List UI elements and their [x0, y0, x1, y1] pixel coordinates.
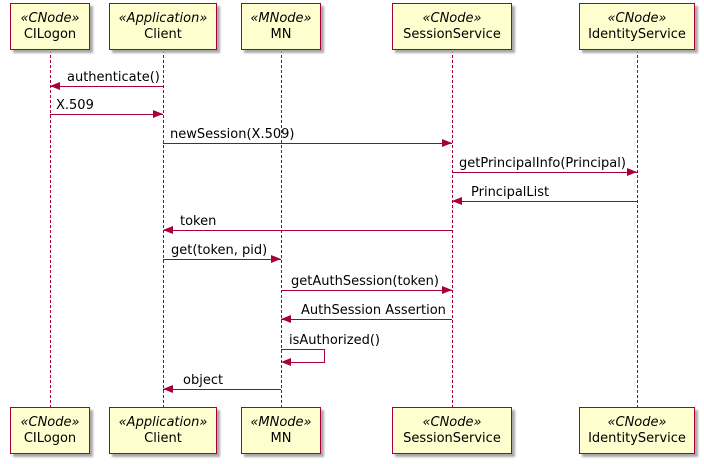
message-line	[281, 319, 452, 321]
message-label-newsession: newSession(X.509)	[170, 127, 295, 142]
message-line	[163, 230, 452, 232]
participant-name: MN	[270, 430, 292, 446]
participant-name: IdentityService	[588, 430, 686, 446]
self-message-return-line	[290, 362, 325, 364]
participant-name: CILogon	[23, 430, 77, 446]
message-label-object: object	[183, 373, 224, 388]
participant-sessionservice-bottom: «CNode» SessionService	[392, 407, 512, 454]
participant-stereotype: «Application»	[118, 414, 208, 430]
arrowhead-right-icon	[627, 168, 637, 176]
participant-stereotype: «CNode»	[20, 10, 80, 26]
participant-stereotype: «MNode»	[250, 10, 312, 26]
message-line	[50, 114, 163, 116]
participant-name: Client	[144, 430, 182, 446]
arrowhead-left-icon	[281, 358, 291, 366]
participant-identityservice-top: «CNode» IdentityService	[579, 3, 695, 50]
participant-name: Client	[144, 26, 182, 42]
participant-stereotype: «MNode»	[250, 414, 312, 430]
participant-mn-bottom: «MNode» MN	[241, 407, 321, 454]
arrowhead-right-icon	[153, 110, 163, 118]
participant-mn-top: «MNode» MN	[241, 3, 321, 50]
arrowhead-left-icon	[50, 82, 60, 90]
arrowhead-right-icon	[442, 139, 452, 147]
participant-stereotype: «CNode»	[422, 414, 482, 430]
message-label-isauthorized: isAuthorized()	[289, 333, 380, 348]
message-line	[281, 290, 452, 292]
participant-stereotype: «CNode»	[20, 414, 80, 430]
arrowhead-left-icon	[163, 385, 173, 393]
participant-cilogon-bottom: «CNode» CILogon	[10, 407, 90, 454]
message-label-x509: X.509	[56, 98, 94, 113]
participant-client-top: «Application» Client	[109, 3, 217, 50]
message-label-authsession-assertion: AuthSession Assertion	[301, 303, 446, 318]
self-message-out-line	[281, 349, 325, 351]
arrowhead-left-icon	[452, 197, 462, 205]
message-line	[452, 172, 637, 174]
participant-stereotype: «CNode»	[607, 414, 667, 430]
participant-cilogon-top: «CNode» CILogon	[10, 3, 90, 50]
arrowhead-right-icon	[442, 286, 452, 294]
lifeline-sessionservice	[452, 50, 453, 408]
participant-name: MN	[270, 26, 292, 42]
message-line	[163, 389, 281, 391]
participant-stereotype: «CNode»	[422, 10, 482, 26]
message-label-getauthsession: getAuthSession(token)	[291, 274, 439, 289]
participant-stereotype: «CNode»	[607, 10, 667, 26]
message-label-get: get(token, pid)	[171, 243, 268, 258]
participant-name: SessionService	[403, 26, 501, 42]
lifeline-cilogon	[50, 50, 51, 408]
arrowhead-left-icon	[163, 226, 173, 234]
message-label-getprincipalinfo: getPrincipalInfo(Principal)	[459, 156, 626, 171]
participant-name: SessionService	[403, 430, 501, 446]
message-line	[163, 259, 281, 261]
lifeline-mn	[281, 50, 282, 408]
message-line	[50, 86, 163, 88]
message-line	[452, 201, 637, 203]
participant-identityservice-bottom: «CNode» IdentityService	[579, 407, 695, 454]
message-label-authenticate: authenticate()	[67, 70, 160, 85]
participant-client-bottom: «Application» Client	[109, 407, 217, 454]
arrowhead-right-icon	[271, 255, 281, 263]
self-message-down-line	[324, 349, 326, 363]
message-line	[163, 143, 452, 145]
message-label-token: token	[180, 214, 217, 229]
participant-sessionservice-top: «CNode» SessionService	[392, 3, 512, 50]
participant-name: IdentityService	[588, 26, 686, 42]
participant-name: CILogon	[23, 26, 77, 42]
message-label-principallist: PrincipalList	[471, 185, 550, 200]
arrowhead-left-icon	[281, 315, 291, 323]
lifeline-identityservice	[637, 50, 638, 408]
participant-stereotype: «Application»	[118, 10, 208, 26]
